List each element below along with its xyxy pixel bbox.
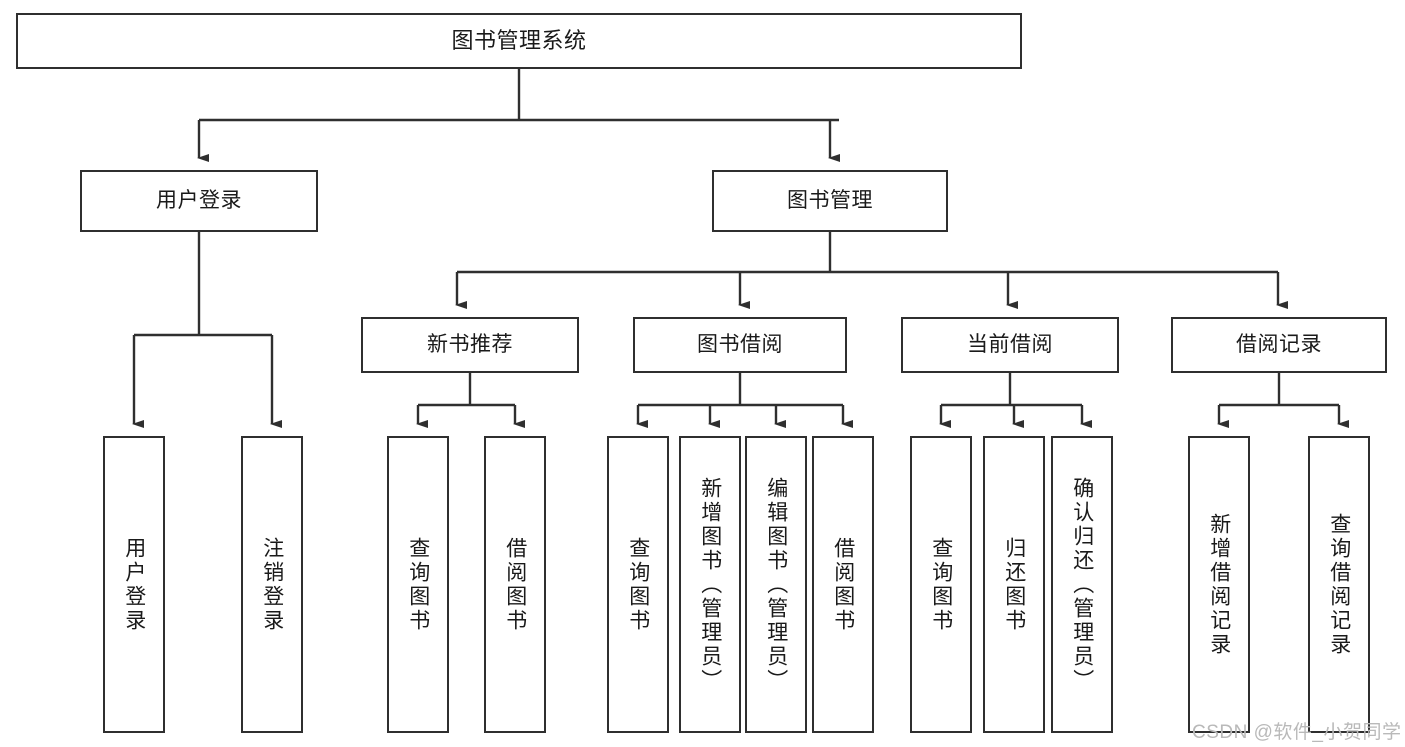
node-leaf-query-books-current-label: 查询图书 [929, 536, 953, 633]
node-leaf-query-books-recommend-label: 查询图书 [406, 536, 430, 633]
node-root[interactable]: 图书管理系统 [16, 13, 1022, 69]
node-level2-book-management-label: 图书管理 [787, 188, 873, 212]
node-leaf-edit-book-admin-label: 编辑图书（管理员） [764, 476, 788, 693]
node-leaf-logout[interactable]: 注销登录 [241, 436, 303, 733]
watermark-text: CSDN @软件_小贺同学 [1192, 722, 1402, 743]
node-level3-current-borrowing-label: 当前借阅 [967, 332, 1053, 356]
node-leaf-user-login-label: 用户登录 [122, 536, 146, 633]
node-level3-new-book-recommendation[interactable]: 新书推荐 [361, 317, 579, 373]
node-leaf-query-books-borrowing[interactable]: 查询图书 [607, 436, 669, 733]
node-leaf-return-books-label: 归还图书 [1002, 536, 1026, 633]
node-leaf-borrow-books[interactable]: 借阅图书 [812, 436, 874, 733]
node-level3-borrow-records[interactable]: 借阅记录 [1171, 317, 1387, 373]
node-level3-book-borrowing[interactable]: 图书借阅 [633, 317, 847, 373]
node-leaf-query-borrow-record[interactable]: 查询借阅记录 [1308, 436, 1370, 733]
node-leaf-add-book-admin-label: 新增图书（管理员） [698, 476, 722, 693]
node-leaf-return-books[interactable]: 归还图书 [983, 436, 1045, 733]
node-leaf-add-borrow-record-label: 新增借阅记录 [1207, 512, 1231, 657]
node-level2-user-login-label: 用户登录 [156, 188, 242, 212]
node-level3-borrow-records-label: 借阅记录 [1236, 332, 1322, 356]
node-leaf-confirm-return-admin-label: 确认归还（管理员） [1070, 476, 1094, 693]
node-root-label: 图书管理系统 [451, 28, 587, 54]
node-leaf-query-books-current[interactable]: 查询图书 [910, 436, 972, 733]
node-leaf-borrow-books-recommend-label: 借阅图书 [503, 536, 527, 633]
node-level3-current-borrowing[interactable]: 当前借阅 [901, 317, 1119, 373]
node-leaf-edit-book-admin[interactable]: 编辑图书（管理员） [745, 436, 807, 733]
node-leaf-borrow-books-label: 借阅图书 [831, 536, 855, 633]
node-leaf-query-borrow-record-label: 查询借阅记录 [1327, 512, 1351, 657]
node-level3-book-borrowing-label: 图书借阅 [697, 332, 783, 356]
node-leaf-add-book-admin[interactable]: 新增图书（管理员） [679, 436, 741, 733]
node-level2-book-management[interactable]: 图书管理 [712, 170, 948, 232]
node-level3-new-book-recommendation-label: 新书推荐 [427, 332, 513, 356]
node-leaf-query-books-borrowing-label: 查询图书 [626, 536, 650, 633]
node-level2-user-login[interactable]: 用户登录 [80, 170, 318, 232]
node-leaf-query-books-recommend[interactable]: 查询图书 [387, 436, 449, 733]
node-leaf-logout-label: 注销登录 [260, 536, 284, 633]
node-leaf-user-login[interactable]: 用户登录 [103, 436, 165, 733]
node-leaf-confirm-return-admin[interactable]: 确认归还（管理员） [1051, 436, 1113, 733]
node-leaf-add-borrow-record[interactable]: 新增借阅记录 [1188, 436, 1250, 733]
node-leaf-borrow-books-recommend[interactable]: 借阅图书 [484, 436, 546, 733]
